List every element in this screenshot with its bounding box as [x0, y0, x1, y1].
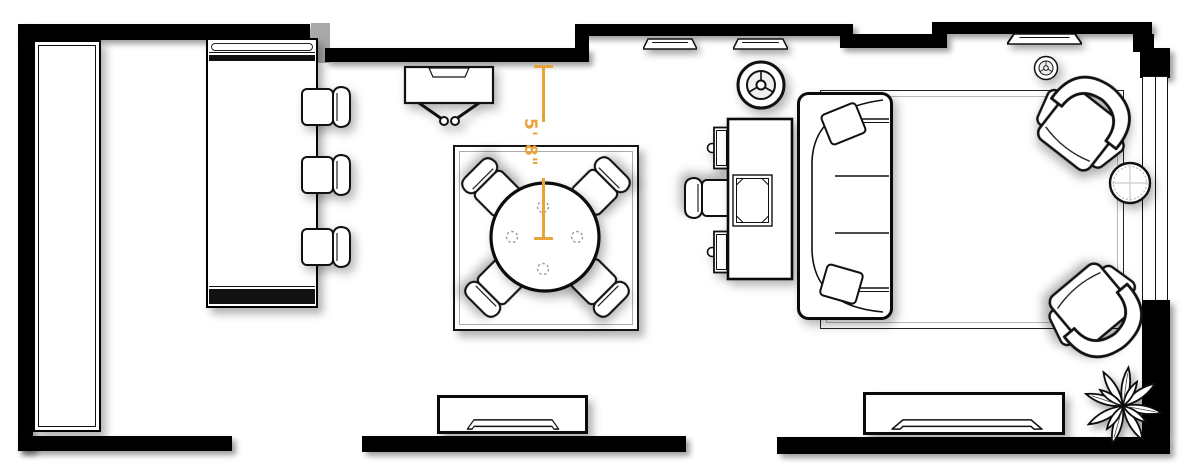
bar-counter-bottom-line	[209, 286, 315, 287]
wall-bottom-left[interactable]	[18, 436, 232, 451]
wall-top-left[interactable]	[18, 24, 310, 40]
sofa-pillow	[819, 263, 864, 305]
sofa-pillow	[820, 102, 867, 146]
dimension-tick-bottom	[534, 237, 553, 240]
wall-speaker[interactable]	[1007, 33, 1082, 45]
bar-stool[interactable]	[300, 84, 352, 130]
smoke-detector[interactable]	[1033, 55, 1059, 81]
bar-counter-bottom-cap	[209, 289, 315, 304]
wall-top-d[interactable]	[840, 34, 947, 48]
ceiling-fan[interactable]	[735, 59, 787, 111]
sofa[interactable]	[797, 92, 893, 320]
desk[interactable]	[726, 117, 798, 283]
window-glass-line	[1155, 77, 1156, 303]
round-side-table[interactable]	[1107, 160, 1153, 206]
dimension-label: 5' 8"	[520, 118, 540, 167]
dimension-line-upper	[542, 66, 545, 122]
bar-counter[interactable]	[206, 38, 318, 308]
bar-counter-top-cap	[209, 55, 315, 61]
dimension-line-lower	[542, 178, 545, 239]
media-console[interactable]	[437, 395, 588, 434]
wall-console-table[interactable]	[403, 65, 503, 127]
wall-top-c[interactable]	[575, 24, 853, 36]
tall-cabinet-inner	[38, 45, 96, 427]
wall-sill-ne[interactable]	[1152, 48, 1170, 78]
wall-bottom-right[interactable]	[777, 437, 1170, 454]
bar-stool[interactable]	[300, 224, 352, 270]
wall-top-b[interactable]	[325, 48, 589, 62]
tv-soundbar[interactable]	[466, 418, 560, 431]
wall-speaker[interactable]	[643, 38, 697, 50]
wall-bottom-mid[interactable]	[362, 436, 686, 452]
bar-stool[interactable]	[300, 152, 352, 198]
dimension-tick-top	[534, 65, 553, 68]
dining-rug-inner-border	[459, 151, 633, 325]
tall-cabinet[interactable]	[33, 40, 101, 432]
bar-counter-top-line	[209, 52, 315, 53]
wall-speaker[interactable]	[733, 38, 788, 50]
wall-left[interactable]	[18, 24, 33, 451]
tv-soundbar[interactable]	[890, 418, 1044, 431]
wall-top-e[interactable]	[932, 22, 1152, 34]
potted-plant[interactable]	[1080, 363, 1166, 449]
media-console[interactable]	[863, 392, 1065, 435]
wall-jamb-ne[interactable]	[1140, 34, 1154, 78]
bar-counter-top-edge	[211, 43, 313, 51]
